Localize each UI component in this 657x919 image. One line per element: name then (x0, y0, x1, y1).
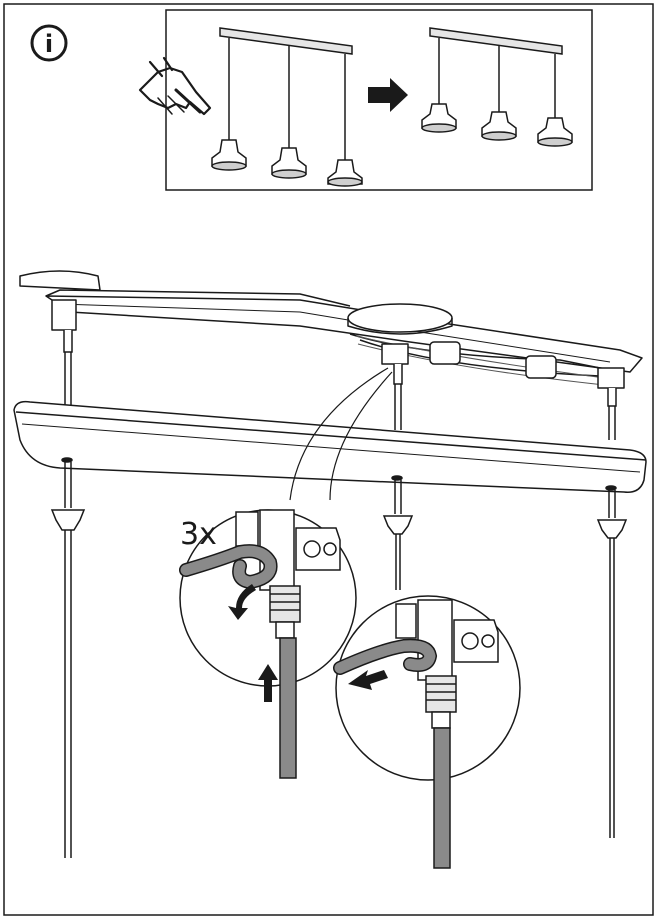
page-frame (3, 3, 654, 916)
mounting-rail (19, 270, 643, 389)
suspension-wires (63, 330, 617, 440)
arrow-up-icon (258, 664, 278, 702)
lower-cords (50, 462, 628, 858)
fixture-before (211, 27, 363, 187)
detail-circle-left (179, 509, 357, 779)
fixture-after (421, 27, 573, 147)
lamp-shade-bar (13, 400, 647, 493)
repeat-count-label: 3x (180, 517, 217, 552)
info-glyph: i (45, 30, 53, 58)
arrow-left-icon (348, 670, 388, 690)
callout-leaders (289, 367, 393, 501)
arrow-curl-icon (228, 584, 256, 620)
detail-circle-right (333, 595, 521, 869)
hand-adjust-icon (138, 56, 212, 116)
arrow-right-icon (368, 78, 408, 112)
inset-panel (138, 9, 593, 191)
info-icon: i (30, 24, 68, 62)
